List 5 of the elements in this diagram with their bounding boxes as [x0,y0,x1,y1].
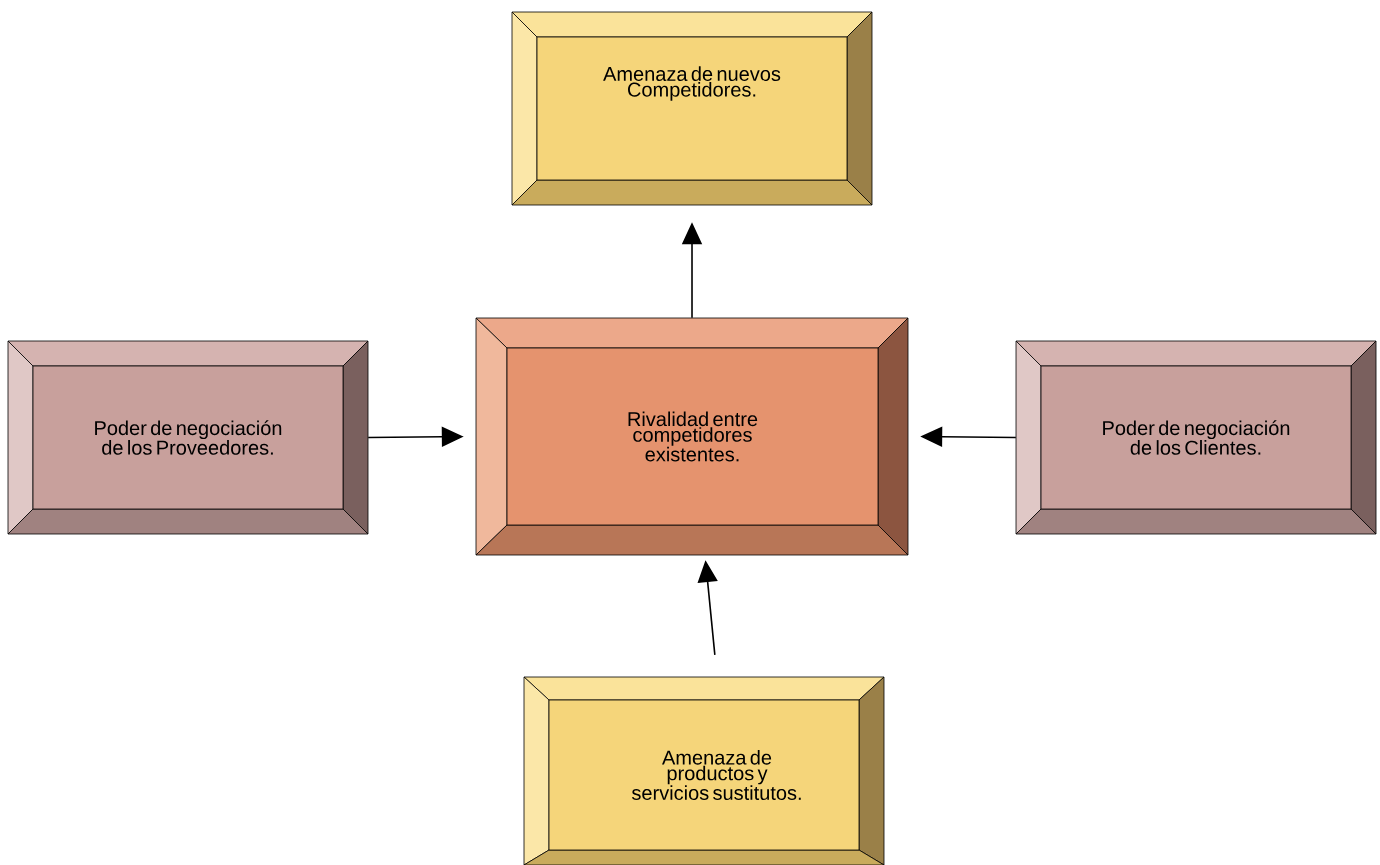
bevel-box: Poder de negociación de los Clientes. [1015,340,1377,535]
bevel-box: Rivalidad entre competidores existentes. [475,317,909,556]
bevel-box: Amenaza de productos y servicios sustitutos. [523,676,885,865]
bevel-box: Poder de negociación de los Proveedores. [7,340,369,535]
bevel-box: Amenaza de nuevos Competidores. [511,11,873,206]
